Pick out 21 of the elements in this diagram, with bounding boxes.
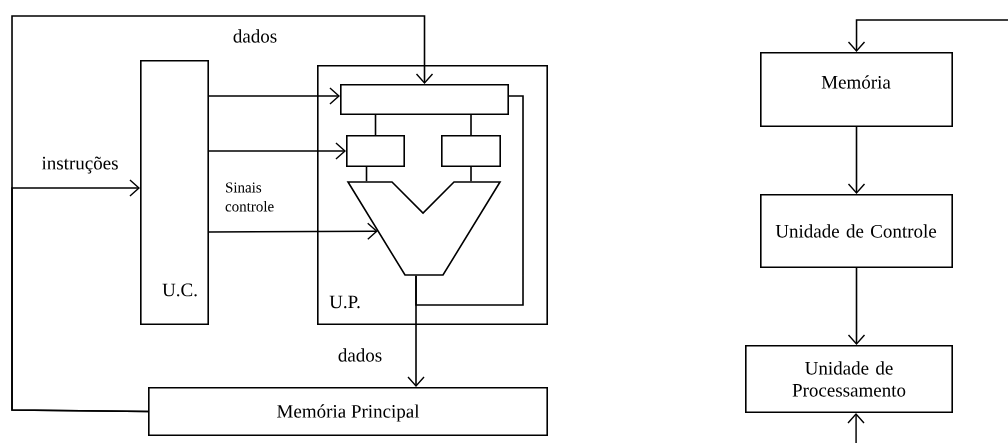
- arrow: [11, 179, 149, 413]
- arrow: [847, 267, 866, 345]
- register-box: [346, 135, 405, 167]
- process-box: Memória: [760, 52, 953, 127]
- processing-unit-box: U.P.: [317, 65, 548, 325]
- arrow: [847, 19, 1008, 52]
- annotation-text: Sinais controle: [225, 182, 274, 212]
- arrow: [208, 142, 346, 160]
- arrow: [208, 222, 378, 240]
- memory-box: Memória Principal: [148, 387, 548, 436]
- process-box: Unidade de Processamento: [745, 345, 953, 413]
- edge-label: instruções: [41, 156, 118, 174]
- register-box: [340, 84, 509, 115]
- edge-label: dados: [338, 348, 382, 362]
- edge-label: dados: [233, 29, 277, 43]
- arrow: [847, 413, 865, 443]
- register-box: [441, 135, 501, 167]
- arrow: [208, 87, 340, 105]
- arrow: [847, 126, 866, 194]
- process-box: Unidade de Controle: [760, 194, 953, 268]
- control-unit-box: U.C.: [140, 60, 209, 325]
